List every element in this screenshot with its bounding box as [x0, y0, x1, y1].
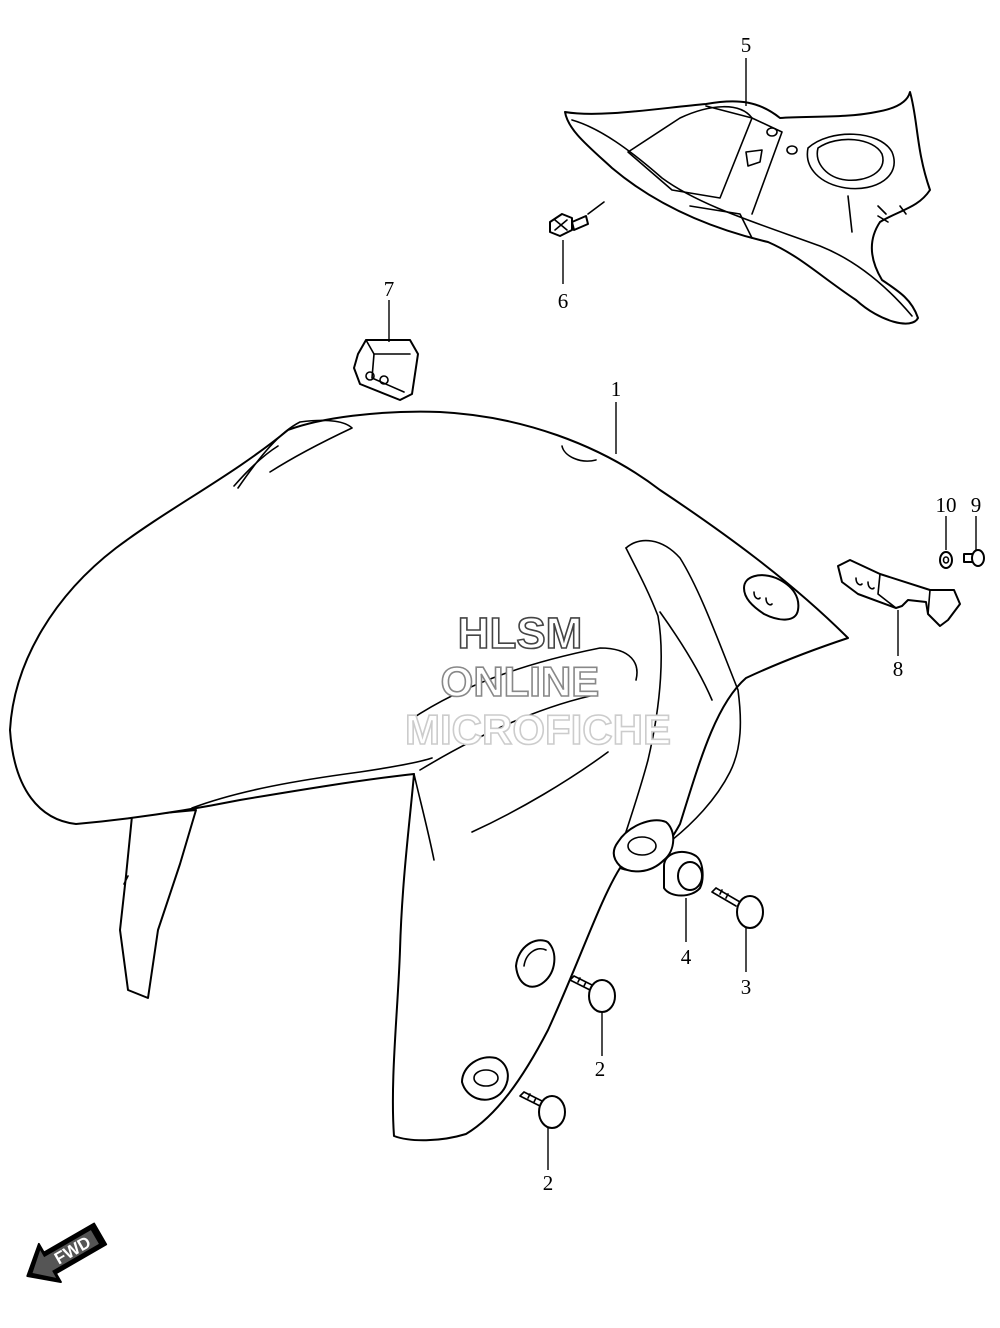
fwd-arrow: FWD: [26, 1222, 108, 1284]
callout-9: 9: [971, 493, 982, 517]
bolt-part-2-lower: [519, 1091, 566, 1129]
callout-5: 5: [741, 33, 752, 57]
bolt-part-3: [711, 887, 764, 929]
grommet-part-4: [663, 850, 704, 897]
callout-8: 8: [893, 657, 904, 681]
inner-cowl-part: [564, 91, 931, 325]
callout-2-lower: 2: [543, 1171, 554, 1195]
callout-10: 10: [936, 493, 957, 517]
clip-part-7: [353, 339, 419, 401]
watermark-line-1: HLSM: [458, 609, 583, 658]
callout-6: 6: [558, 289, 569, 313]
callout-2-upper: 2: [595, 1057, 606, 1081]
front-fender-part: [9, 410, 849, 1142]
screw-part-6: [549, 201, 605, 237]
callout-1: 1: [611, 377, 622, 401]
callout-4: 4: [681, 945, 692, 969]
leader-lines: [388, 58, 977, 1170]
watermark-line-3: MICROFICHE: [405, 706, 671, 753]
screw-part-9: [963, 549, 985, 567]
callout-3: 3: [741, 975, 752, 999]
watermark: HLSM ONLINE MICROFICHE: [404, 608, 672, 754]
watermark-line-2: ONLINE: [441, 658, 600, 705]
bolt-part-2-upper: [569, 975, 616, 1013]
callout-7: 7: [384, 277, 395, 301]
bracket-part-8: [837, 559, 961, 627]
washer-part-10: [939, 551, 953, 569]
callout-labels: 5 6 7 1 10 9 8 4 3 2 2: [384, 33, 982, 1195]
